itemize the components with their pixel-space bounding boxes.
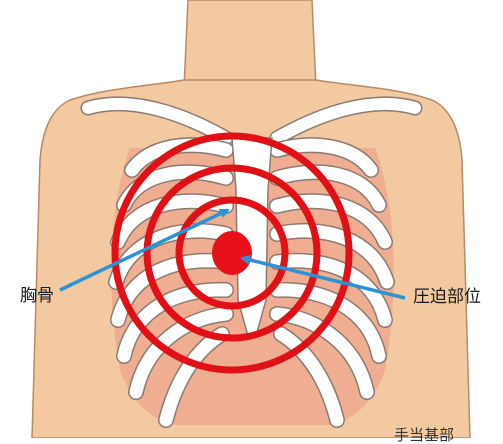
- neck: [184, 0, 316, 88]
- compression-site-label: 圧迫部位: [413, 289, 481, 306]
- sternum-label: 胸骨: [20, 288, 54, 305]
- cut-off-label: 手当基部: [394, 428, 454, 443]
- compression-target: [212, 231, 252, 275]
- rib-cage: [88, 104, 415, 425]
